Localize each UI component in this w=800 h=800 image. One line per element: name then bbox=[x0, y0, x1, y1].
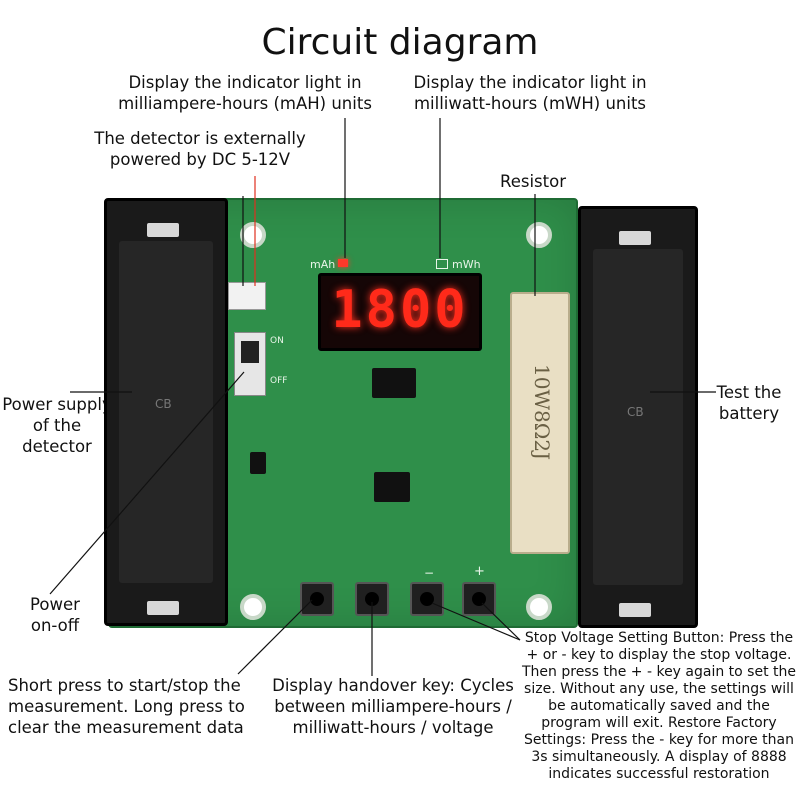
plus-sign: + bbox=[474, 564, 485, 579]
display-digits: 1800 bbox=[331, 280, 469, 340]
resistor-marking: 10W8Ω2J bbox=[530, 364, 554, 461]
mount-hole bbox=[526, 594, 552, 620]
minus-sign: − bbox=[424, 566, 435, 580]
left-battery-holder: CB bbox=[104, 198, 228, 626]
mah-led bbox=[338, 259, 348, 267]
switch-on-label: ON bbox=[270, 336, 284, 346]
mah-indicator-label: Display the indicator light in milliampe… bbox=[118, 73, 372, 113]
stop-voltage-label: Stop Voltage Setting Button: Press the +… bbox=[522, 630, 796, 782]
ic-chip bbox=[372, 368, 416, 398]
power-resistor: 10W8Ω2J bbox=[510, 292, 570, 554]
switch-off-label: OFF bbox=[270, 376, 288, 386]
minus-button[interactable] bbox=[410, 582, 444, 616]
handover-key-label: Display handover key: Cycles between mil… bbox=[272, 676, 514, 737]
transistor bbox=[250, 452, 266, 474]
start-stop-button[interactable] bbox=[300, 582, 334, 616]
mount-hole bbox=[526, 222, 552, 248]
dc-connector bbox=[228, 282, 266, 310]
resistor-label: Resistor bbox=[500, 172, 566, 191]
power-switch[interactable] bbox=[234, 332, 266, 396]
ic-chip bbox=[374, 472, 410, 502]
external-power-label: The detector is externally powered by DC… bbox=[94, 129, 306, 169]
holder-mark: CB bbox=[155, 397, 172, 411]
display-mode-button[interactable] bbox=[355, 582, 389, 616]
start-stop-label: Short press to start/stop the measuremen… bbox=[8, 676, 245, 737]
test-battery-label: Test the battery bbox=[716, 383, 782, 423]
power-supply-label: Power supply of the detector bbox=[2, 395, 112, 456]
right-battery-holder: CB bbox=[578, 206, 698, 628]
mwh-text: mWh bbox=[452, 258, 481, 271]
power-onoff-label: Power on-off bbox=[30, 595, 80, 635]
holder-mark: CB bbox=[627, 405, 644, 419]
mwh-indicator-label: Display the indicator light in milliwatt… bbox=[413, 73, 647, 113]
mah-text: mAh bbox=[310, 258, 336, 271]
mwh-led bbox=[436, 259, 448, 269]
mount-hole bbox=[240, 222, 266, 248]
plus-button[interactable] bbox=[462, 582, 496, 616]
led-display: 1800 bbox=[318, 273, 482, 351]
mount-hole bbox=[240, 594, 266, 620]
page-title: Circuit diagram bbox=[261, 22, 539, 63]
